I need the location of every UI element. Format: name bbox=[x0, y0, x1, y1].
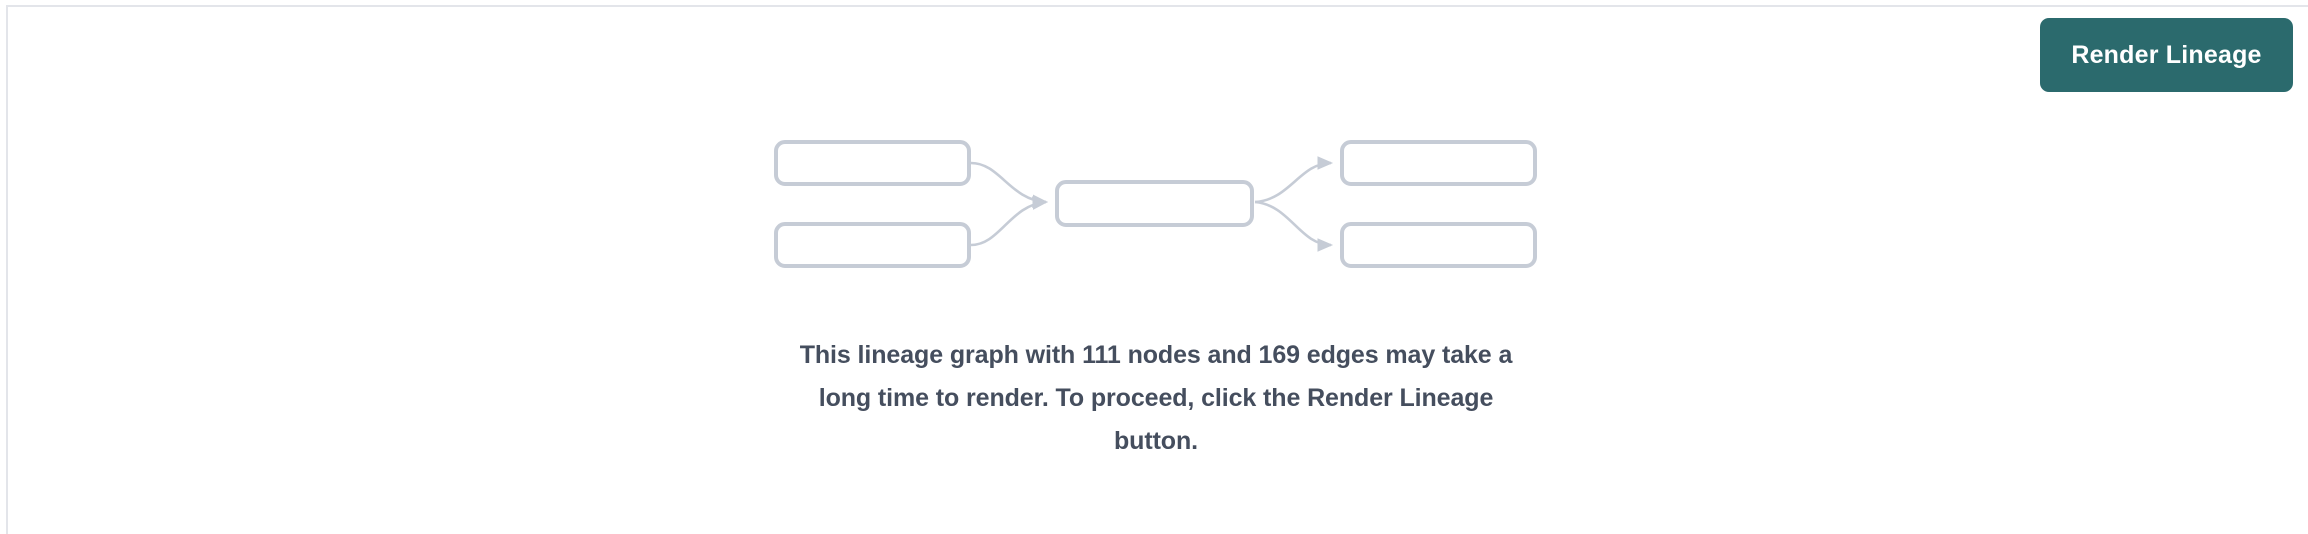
lineage-node-target-1 bbox=[1340, 140, 1537, 186]
lineage-warning-message: This lineage graph with 111 nodes and 16… bbox=[799, 341, 1513, 455]
edge-center-to-target2 bbox=[1254, 200, 1334, 252]
lineage-graph-placeholder bbox=[774, 140, 1537, 268]
lineage-edges bbox=[970, 156, 1334, 252]
edge-source1-to-center bbox=[970, 161, 1049, 208]
edge-center-to-target1 bbox=[1254, 156, 1334, 204]
lineage-node-source-1 bbox=[774, 140, 971, 186]
render-lineage-button[interactable]: Render Lineage bbox=[2040, 18, 2293, 92]
panel-left-divider bbox=[6, 5, 8, 534]
lineage-node-target-2 bbox=[1340, 222, 1537, 268]
lineage-node-source-2 bbox=[774, 222, 971, 268]
edge-source2-to-center bbox=[970, 196, 1049, 247]
lineage-node-center bbox=[1055, 180, 1254, 227]
panel-top-divider bbox=[6, 5, 2308, 7]
